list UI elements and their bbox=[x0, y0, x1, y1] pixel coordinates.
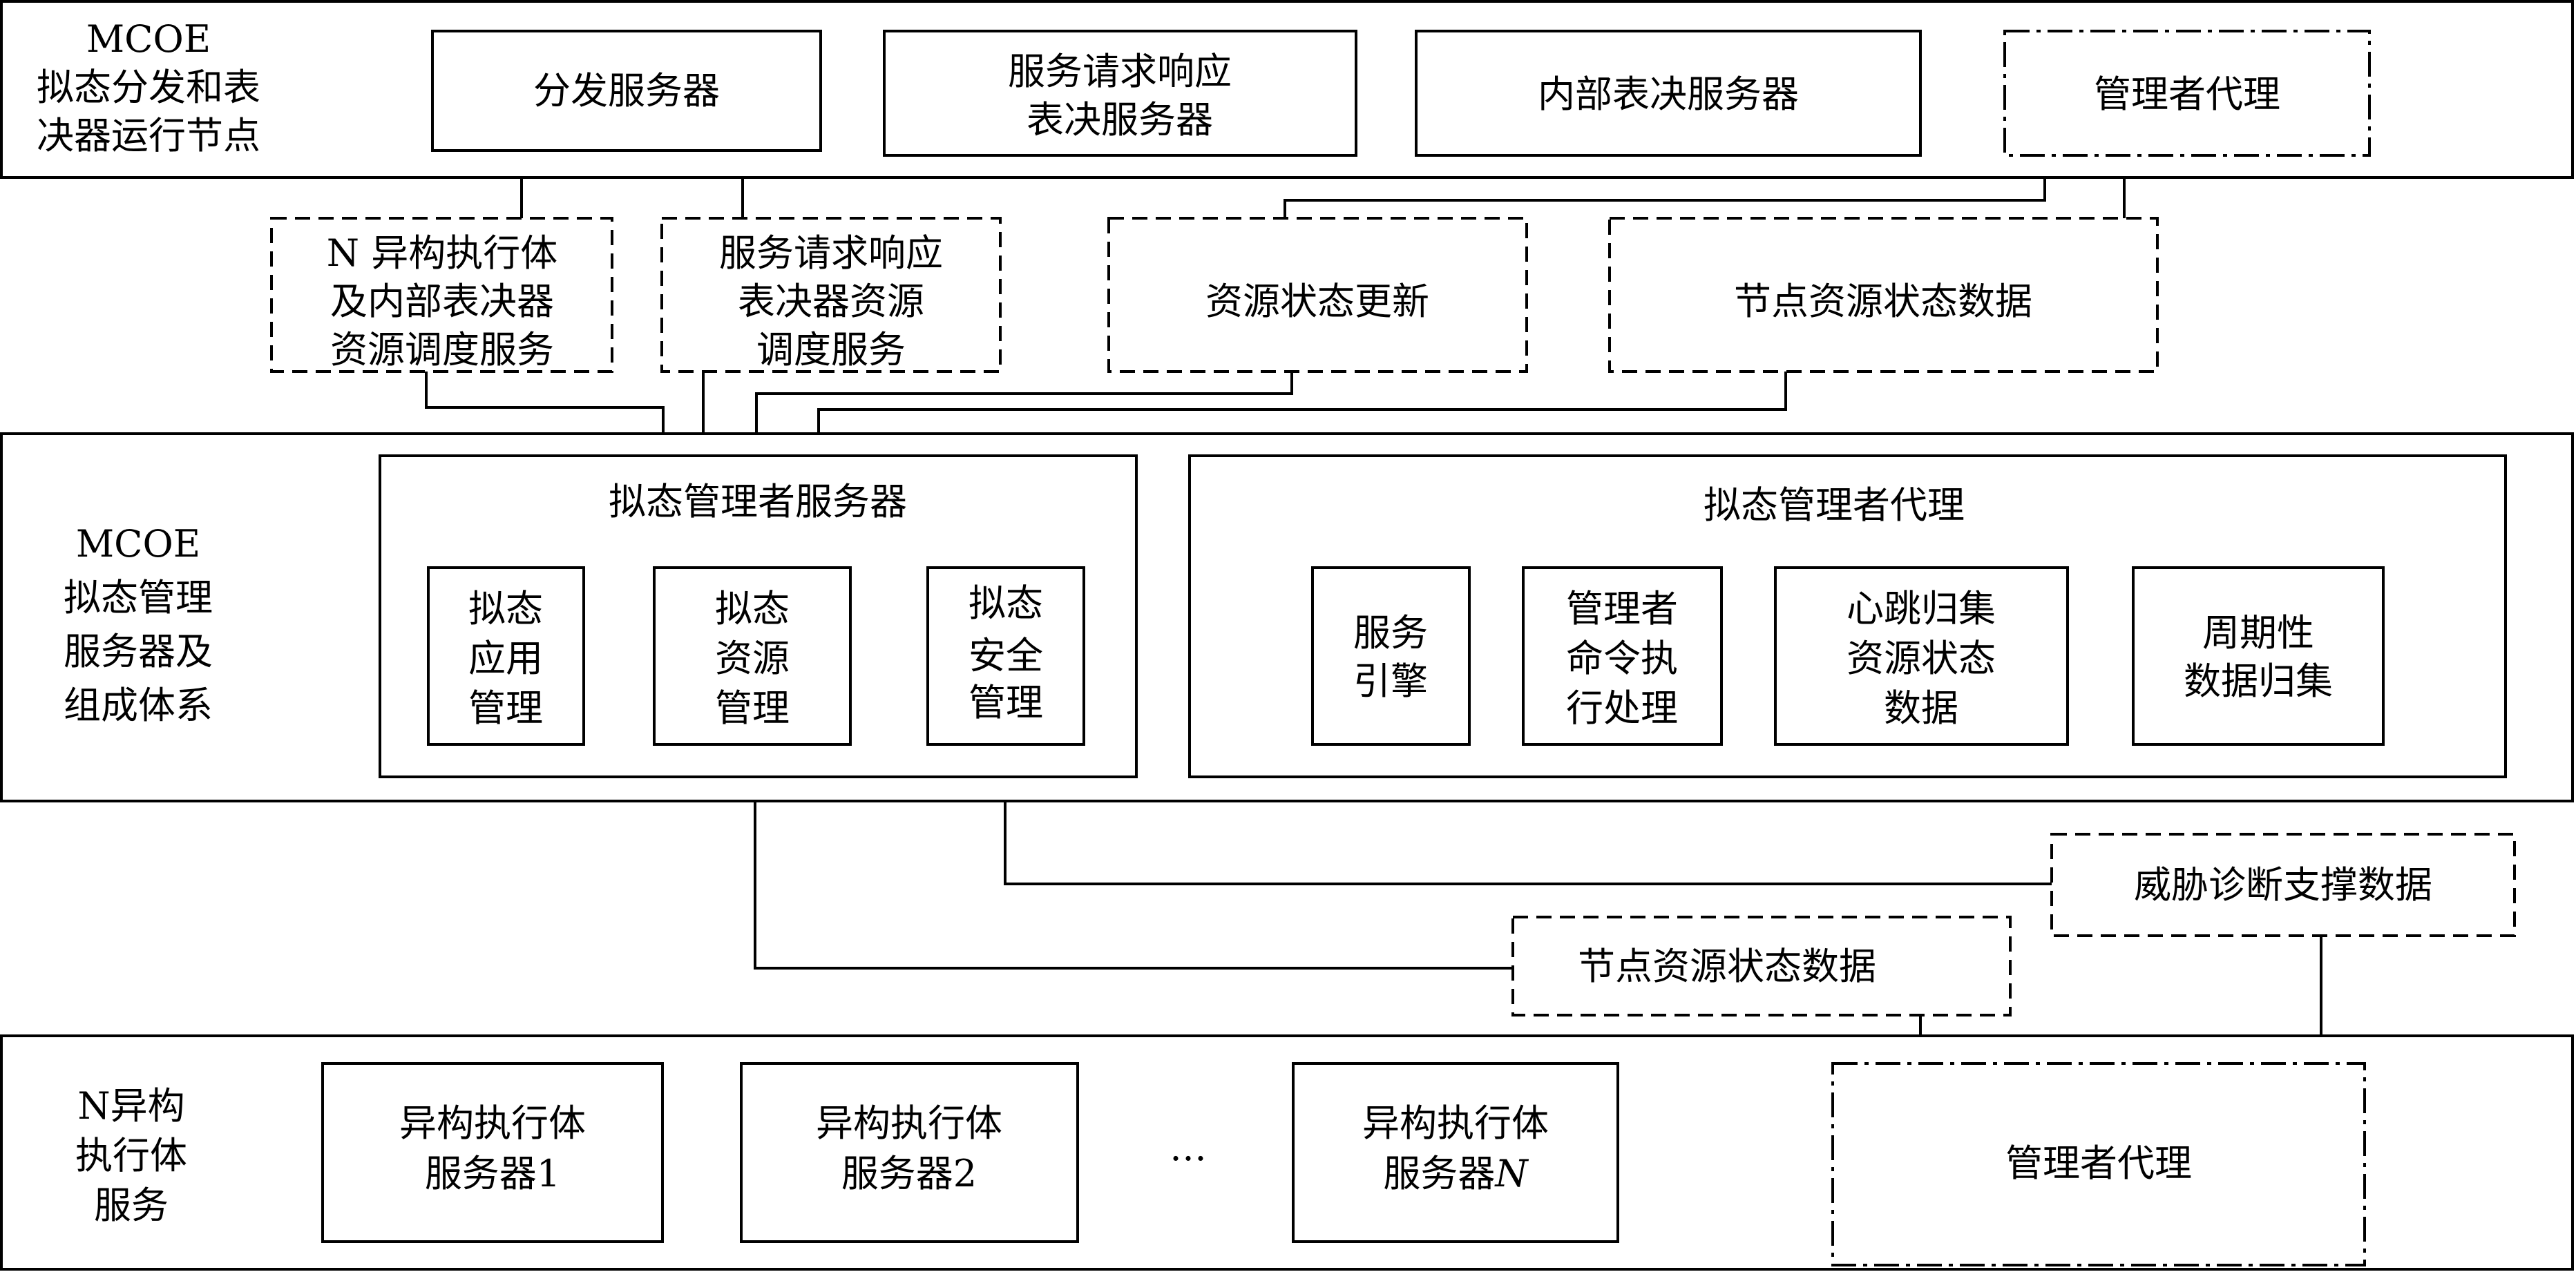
svg-text:数据归集: 数据归集 bbox=[2184, 659, 2333, 703]
svg-text:数据: 数据 bbox=[1884, 686, 1958, 730]
top-manager-agent-box: 管理者代理 bbox=[2003, 30, 2371, 157]
svg-text:内部表决服务器: 内部表决服务器 bbox=[1538, 73, 1799, 116]
executor-server-1-box: 异构执行体 服务器1 bbox=[321, 1062, 664, 1243]
mimic-resource-mgmt-box: 拟态 资源 管理 bbox=[653, 566, 852, 746]
svg-text:异构执行体: 异构执行体 bbox=[1362, 1101, 1549, 1145]
svg-text:拟态: 拟态 bbox=[468, 587, 543, 630]
svg-text:节点资源状态数据: 节点资源状态数据 bbox=[1578, 945, 1876, 988]
svg-text:管理: 管理 bbox=[468, 686, 543, 730]
executor-server-2-box: 异构执行体 服务器2 bbox=[740, 1062, 1079, 1243]
svg-text:MCOE: MCOE bbox=[86, 17, 211, 61]
svg-text:拟态分发和表: 拟态分发和表 bbox=[37, 66, 260, 109]
svg-text:节点资源状态数据: 节点资源状态数据 bbox=[1734, 280, 2032, 323]
svg-text:管理者: 管理者 bbox=[1566, 587, 1678, 630]
mimic-security-mgmt-box: 拟态 安全 管理 bbox=[926, 566, 1085, 746]
heartbeat-collection-box: 心跳归集 资源状态 数据 bbox=[1774, 566, 2069, 746]
svg-text:资源调度服务: 资源调度服务 bbox=[330, 328, 554, 372]
svg-text:组成体系: 组成体系 bbox=[64, 684, 213, 727]
svg-text:服务器N: 服务器N bbox=[1383, 1152, 1529, 1195]
svg-text:心跳归集: 心跳归集 bbox=[1847, 587, 1996, 630]
n-hetero-scheduling-flow-box: N 异构执行体 及内部表决器 资源调度服务 bbox=[270, 217, 613, 373]
mimic-manager-agent-group: 拟态管理者代理 bbox=[1188, 454, 2507, 778]
resource-update-flow-box: 资源状态更新 bbox=[1107, 217, 1528, 373]
svg-text:命令执: 命令执 bbox=[1566, 637, 1678, 680]
svg-text:拟态: 拟态 bbox=[969, 581, 1043, 625]
svg-text:管理: 管理 bbox=[715, 686, 790, 730]
svg-text:服务: 服务 bbox=[94, 1184, 169, 1227]
svg-text:服务请求响应: 服务请求响应 bbox=[719, 231, 943, 275]
svg-text:服务: 服务 bbox=[1353, 611, 1428, 655]
manager-command-exec-box: 管理者 命令执 行处理 bbox=[1522, 566, 1723, 746]
svg-text:MCOE: MCOE bbox=[76, 522, 200, 566]
threat-diagnosis-data-flow-box: 威胁诊断支撑数据 bbox=[2050, 833, 2516, 937]
bottom-layer-label: N异构 执行体 服务 bbox=[75, 1084, 187, 1227]
svg-text:决器运行节点: 决器运行节点 bbox=[37, 114, 260, 157]
mimic-app-mgmt-box: 拟态 应用 管理 bbox=[427, 566, 585, 746]
svg-text:拟态: 拟态 bbox=[715, 587, 790, 630]
svg-text:服务器2: 服务器2 bbox=[841, 1152, 977, 1195]
svg-text:N异构: N异构 bbox=[77, 1084, 184, 1128]
dispatch-server-box: 分发服务器 bbox=[431, 30, 822, 152]
periodic-collection-box: 周期性 数据归集 bbox=[2132, 566, 2385, 746]
bottom-manager-agent-box: 管理者代理 bbox=[1831, 1062, 2366, 1266]
mimic-server-title: 拟态管理者服务器 bbox=[609, 480, 907, 523]
upper-node-resource-data-flow-box: 节点资源状态数据 bbox=[1608, 217, 2159, 373]
executor-server-n-box: 异构执行体 服务器N bbox=[1292, 1062, 1619, 1243]
svg-text:安全: 安全 bbox=[969, 634, 1043, 677]
svg-text:异构执行体: 异构执行体 bbox=[816, 1101, 1002, 1145]
top-layer-label: MCOE 拟态分发和表 决器运行节点 bbox=[37, 17, 260, 157]
svg-text:拟态管理: 拟态管理 bbox=[64, 576, 213, 619]
svg-text:应用: 应用 bbox=[468, 637, 543, 680]
svg-text:及内部表决器: 及内部表决器 bbox=[330, 280, 554, 323]
svg-text:引擎: 引擎 bbox=[1353, 659, 1428, 703]
mimic-manager-server-group: 拟态管理者服务器 bbox=[379, 454, 1138, 778]
svg-text:服务器及: 服务器及 bbox=[64, 630, 213, 673]
request-voter-server-box: 服务请求响应 表决服务器 bbox=[883, 30, 1357, 157]
svg-text:表决服务器: 表决服务器 bbox=[1027, 98, 1213, 142]
svg-text:威胁诊断支撑数据: 威胁诊断支撑数据 bbox=[2134, 863, 2432, 907]
svg-text:管理者代理: 管理者代理 bbox=[2094, 73, 2280, 116]
lower-node-resource-data-flow-box: 节点资源状态数据 bbox=[1511, 916, 2012, 1016]
svg-text:管理: 管理 bbox=[969, 681, 1043, 724]
svg-text:调度服务: 调度服务 bbox=[756, 328, 906, 372]
svg-text:行处理: 行处理 bbox=[1566, 686, 1678, 730]
svg-text:分发服务器: 分发服务器 bbox=[533, 69, 720, 113]
middle-layer-label: MCOE 拟态管理 服务器及 组成体系 bbox=[64, 522, 213, 727]
svg-text:表决器资源: 表决器资源 bbox=[738, 280, 924, 323]
svg-text:周期性: 周期性 bbox=[2202, 611, 2314, 655]
svg-text:异构执行体: 异构执行体 bbox=[399, 1101, 586, 1145]
executor-ellipsis: … bbox=[1170, 1126, 1207, 1169]
mimic-agent-title: 拟态管理者代理 bbox=[1704, 483, 1965, 527]
svg-text:资源状态更新: 资源状态更新 bbox=[1205, 280, 1429, 323]
svg-text:N 异构执行体: N 异构执行体 bbox=[327, 231, 557, 275]
svg-text:资源: 资源 bbox=[715, 637, 790, 680]
svg-text:服务器1: 服务器1 bbox=[425, 1152, 560, 1195]
svg-text:资源状态: 资源状态 bbox=[1847, 637, 1996, 680]
internal-voter-server-box: 内部表决服务器 bbox=[1415, 30, 1922, 157]
svg-text:执行体: 执行体 bbox=[75, 1134, 187, 1177]
service-engine-box: 服务 引擎 bbox=[1311, 566, 1471, 746]
req-voter-scheduling-flow-box: 服务请求响应 表决器资源 调度服务 bbox=[660, 217, 1002, 373]
svg-text:管理者代理: 管理者代理 bbox=[2005, 1141, 2192, 1185]
svg-text:服务请求响应: 服务请求响应 bbox=[1008, 50, 1232, 93]
